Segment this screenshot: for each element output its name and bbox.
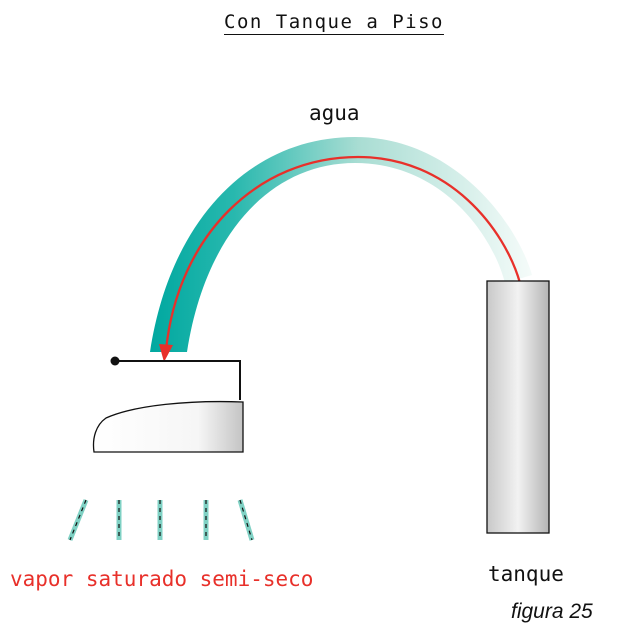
steam-lines bbox=[67, 499, 255, 541]
tank bbox=[486, 280, 550, 534]
flow-arrowhead bbox=[159, 344, 173, 362]
flow-arrow bbox=[164, 155, 522, 351]
steam-line bbox=[239, 499, 253, 541]
iron-handle bbox=[115, 360, 241, 400]
water-label: agua bbox=[309, 101, 360, 125]
iron-body bbox=[92, 400, 244, 453]
steam-line bbox=[67, 499, 89, 541]
steam-label: vapor saturado semi-seco bbox=[10, 567, 314, 591]
figure-caption: figura 25 bbox=[511, 600, 593, 623]
tank-label: tanque bbox=[488, 562, 564, 586]
diagram-title: Con Tanque a Piso bbox=[224, 11, 444, 33]
steam-line bbox=[69, 499, 87, 541]
water-hose-arc bbox=[150, 137, 532, 352]
